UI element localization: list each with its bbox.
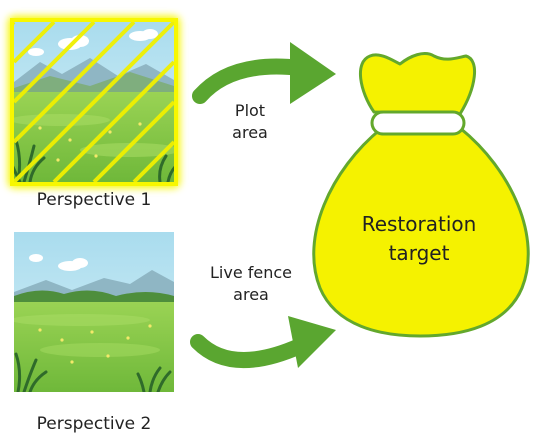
perspective-2-caption: Perspective 2 bbox=[36, 414, 152, 434]
arrow-label-line: Plot bbox=[234, 101, 266, 120]
perspective-1-caption: Perspective 1 bbox=[36, 190, 152, 210]
cloud-icon bbox=[29, 254, 88, 271]
arrow-label-line: Live fence bbox=[209, 263, 292, 282]
arrow-label-live-fence-area: Live fence area bbox=[196, 262, 306, 305]
arrow-label-plot-area: Plot area bbox=[200, 100, 300, 143]
arrow-label-line: area bbox=[233, 284, 269, 304]
hatch-overlay bbox=[14, 22, 174, 182]
bag-label-line: Restoration bbox=[361, 212, 477, 236]
perspective-2-image bbox=[14, 232, 174, 392]
bag-body bbox=[312, 126, 530, 338]
money-bag-icon bbox=[312, 52, 530, 338]
bag-tie bbox=[370, 110, 466, 136]
arrowhead-icon bbox=[290, 42, 336, 104]
bag-label-line: target bbox=[388, 241, 450, 265]
perspective-1-image bbox=[8, 16, 180, 188]
arrow-plot-area bbox=[192, 58, 308, 104]
bag-top bbox=[358, 52, 477, 116]
arrow-live-fence-area bbox=[190, 334, 308, 369]
grass-tuft-icon bbox=[14, 138, 174, 182]
arrow-label-line: area bbox=[232, 122, 268, 142]
grass-tuft-icon bbox=[14, 352, 172, 392]
arrowhead-icon bbox=[288, 316, 336, 368]
bag-label: Restoration target bbox=[344, 210, 494, 268]
